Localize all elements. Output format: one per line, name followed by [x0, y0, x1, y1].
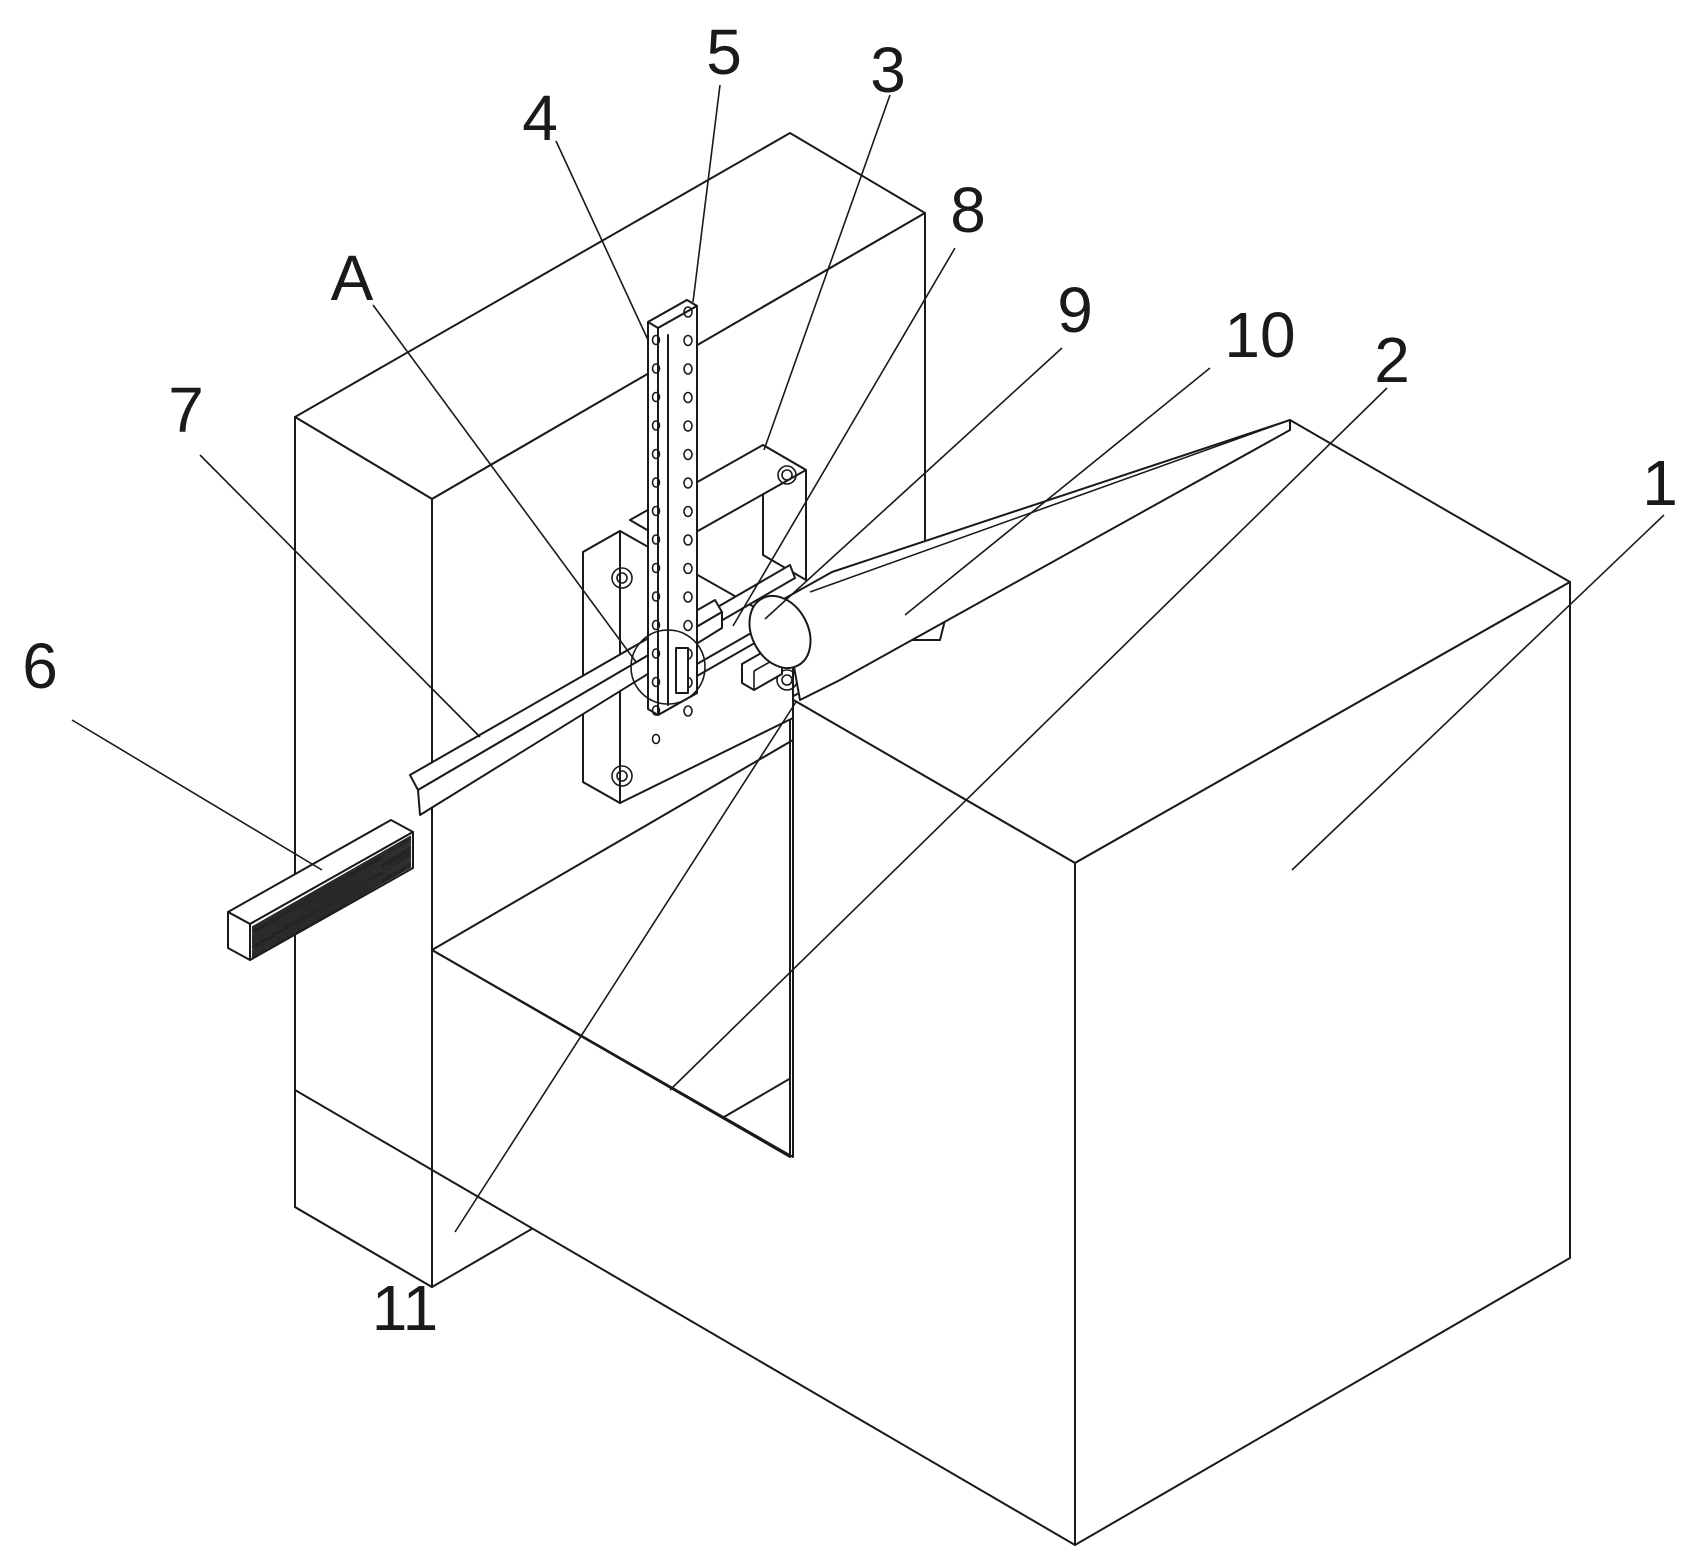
ruler-hole — [651, 363, 661, 374]
ruler-4 — [647, 299, 698, 745]
brush-hatch-line — [251, 840, 412, 933]
brush-hatch-line — [251, 844, 412, 937]
brush-hatch-line — [251, 838, 412, 930]
brush-hatch-line — [251, 856, 412, 949]
ruler-hole — [651, 391, 661, 403]
ruler-holes — [651, 306, 693, 745]
leader-2 — [669, 387, 1388, 1091]
label-6: 6 — [22, 630, 58, 702]
ruler-hole — [683, 705, 693, 717]
label-5: 5 — [706, 16, 742, 88]
label-a: A — [331, 242, 374, 314]
ruler-hole — [651, 676, 661, 688]
ruler-hole — [651, 705, 661, 716]
brush-hatch-line — [251, 854, 412, 947]
brush-hatch-line — [251, 835, 412, 928]
reference-labels: 1 2 3 4 5 6 7 8 9 10 11 A — [22, 16, 1678, 1344]
ruler-hole — [683, 306, 693, 318]
leader-lines — [71, 84, 1665, 1233]
brush-hatch-line — [251, 836, 412, 929]
ruler-hole — [683, 448, 693, 461]
label-2: 2 — [1374, 324, 1410, 396]
leader-9 — [764, 347, 1063, 620]
ruler-hole — [651, 619, 661, 631]
leader-6 — [71, 719, 323, 871]
brush-hatch-line — [251, 857, 412, 950]
ruler-hole — [683, 591, 693, 603]
label-9: 9 — [1057, 274, 1093, 346]
ruler-hole — [683, 334, 693, 347]
ruler-hole — [683, 420, 693, 432]
brush-hatch — [251, 835, 412, 959]
ruler-hole — [683, 619, 693, 632]
label-1: 1 — [1642, 447, 1678, 519]
ruler-hole — [651, 534, 661, 545]
label-10: 10 — [1224, 299, 1295, 371]
label-7: 7 — [168, 374, 204, 446]
ruler-hole — [651, 420, 661, 431]
brush-hatch-line — [251, 842, 412, 935]
ruler-hole — [651, 591, 661, 602]
ruler-hole — [651, 648, 661, 659]
pipe-9 — [748, 419, 1291, 701]
bar-7 — [409, 599, 723, 816]
ruler-hole — [683, 505, 693, 518]
ruler-hole — [683, 562, 693, 575]
brush-hatch-line — [251, 841, 412, 934]
brush-hatch-line — [251, 862, 412, 955]
ruler-hole — [683, 477, 693, 489]
ruler-hole — [651, 562, 661, 574]
brush-hatch-line — [251, 852, 412, 945]
ruler-hole — [651, 448, 661, 460]
ruler-hole — [651, 505, 661, 517]
brush-hatch-line — [251, 866, 412, 959]
brush-hatch-line — [251, 847, 412, 940]
leader-1 — [1291, 514, 1665, 871]
label-11: 11 — [372, 1272, 438, 1344]
leader-11 — [454, 701, 797, 1233]
brush-hatch-line — [251, 861, 412, 954]
leader-8 — [732, 247, 956, 627]
brush-hatch-line — [251, 851, 412, 944]
brush-hatch-line — [251, 859, 412, 952]
brush-hatch-line — [251, 850, 412, 943]
ruler-hole — [683, 391, 693, 404]
brush-hatch-line — [251, 864, 412, 956]
brush-hatch-line — [251, 839, 412, 932]
brush-6 — [227, 819, 414, 961]
brush-hatch-line — [251, 855, 412, 948]
ruler-hole — [683, 363, 693, 375]
leader-a — [372, 304, 637, 663]
brush-hatch-line — [251, 865, 412, 958]
brush-hatch-line — [251, 845, 412, 938]
brush-hatch-line — [251, 849, 412, 942]
label-4: 4 — [522, 82, 558, 154]
brush-hatch-line — [251, 846, 412, 939]
leader-5 — [692, 84, 721, 303]
leader-4 — [555, 140, 649, 341]
leader-3 — [763, 94, 891, 451]
detail-circle-a — [630, 629, 706, 705]
leader-7 — [199, 454, 481, 738]
base-block — [294, 419, 1571, 1546]
label-8: 8 — [950, 174, 986, 246]
label-3: 3 — [870, 34, 906, 106]
leader-10 — [904, 367, 1211, 616]
ruler-hole — [651, 477, 661, 488]
ruler-hole — [683, 534, 693, 546]
ruler-hole — [651, 334, 661, 346]
brush-hatch-line — [251, 860, 412, 953]
ruler-hole — [651, 733, 661, 745]
